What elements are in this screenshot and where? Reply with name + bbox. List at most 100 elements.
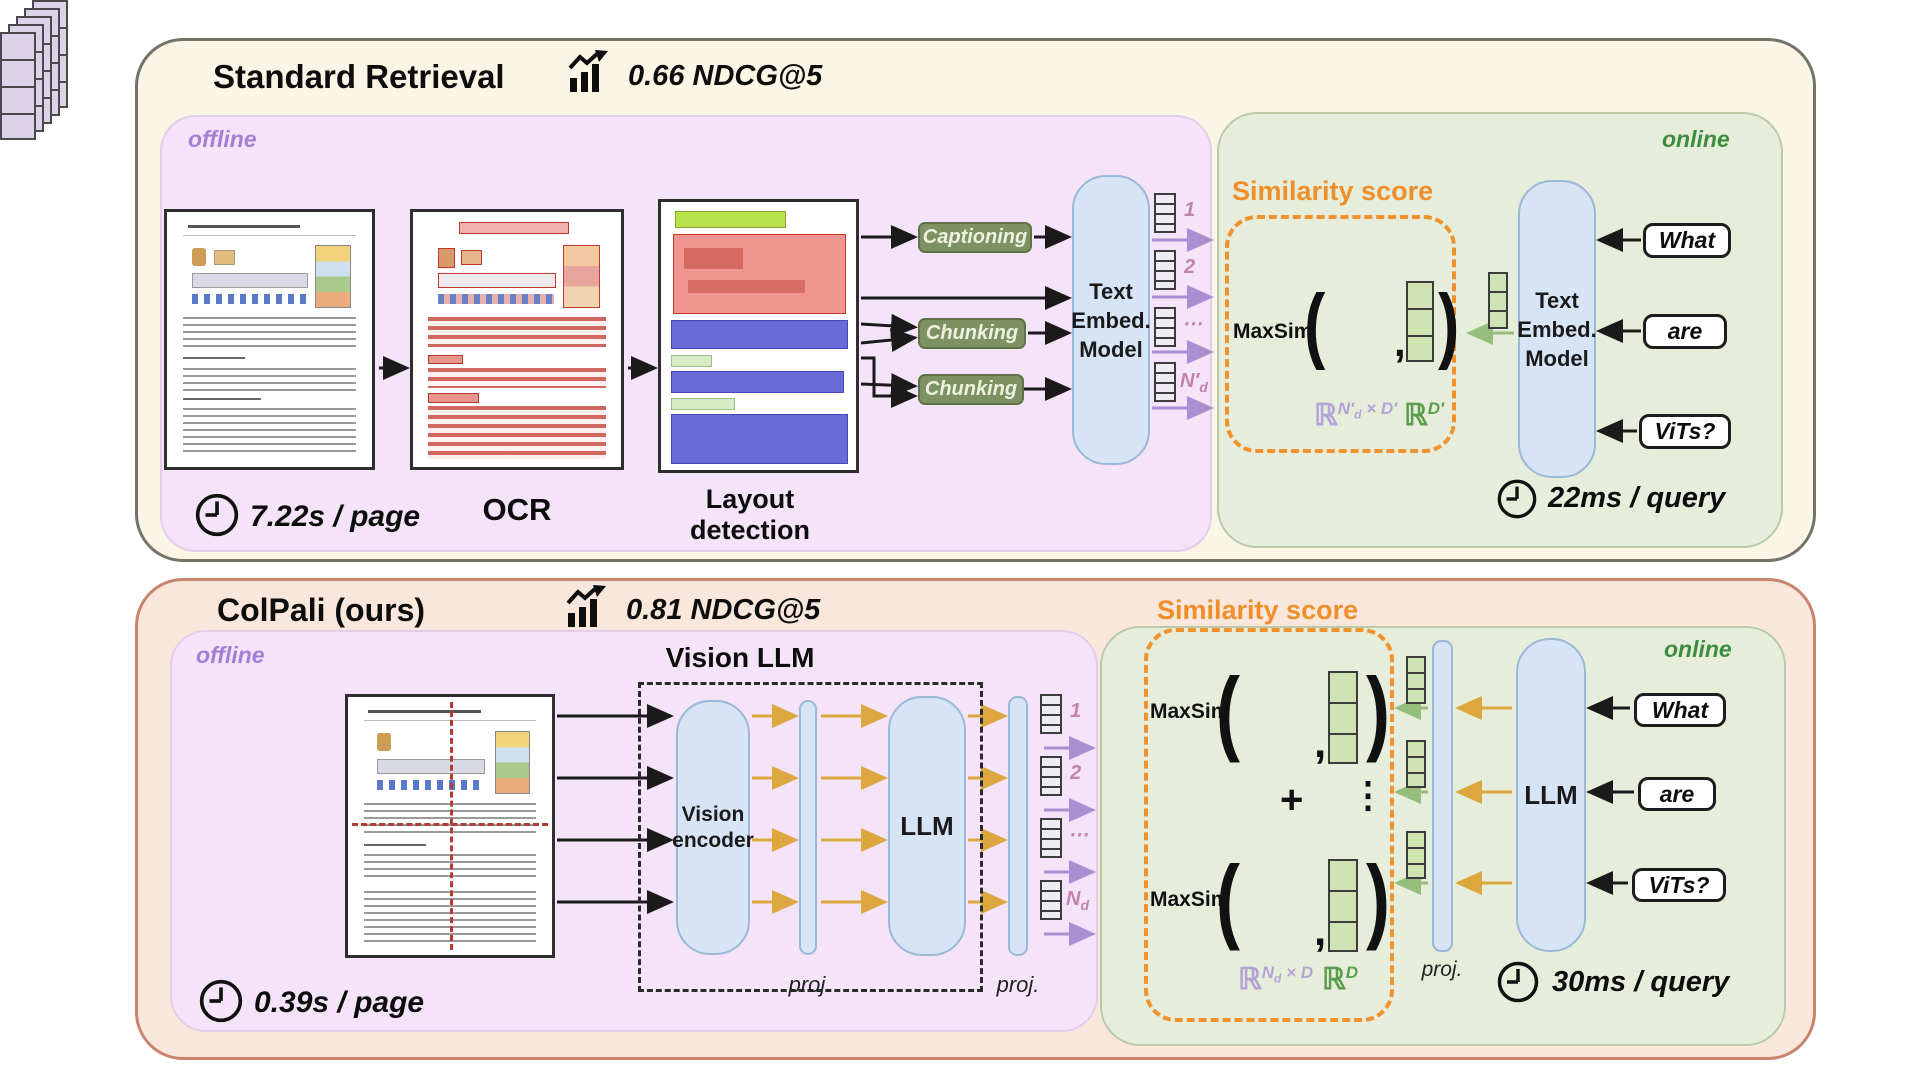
patch-grid-horizontal-line xyxy=(352,823,548,827)
query-token-are: are xyxy=(1638,777,1716,811)
doc-rule xyxy=(364,720,536,722)
ndcg-chart-icon xyxy=(568,50,608,92)
chunking-box-2: Chunking xyxy=(918,374,1024,405)
nd-sub: d xyxy=(1199,379,1208,395)
page-embedding-vector xyxy=(1040,880,1062,920)
fig-dots xyxy=(437,293,555,304)
captioning-box: Captioning xyxy=(918,222,1032,253)
proj-label-3: proj. xyxy=(1421,958,1463,981)
query-embedding-vector-small xyxy=(1488,272,1508,329)
vertical-dots: ⋮ xyxy=(1350,774,1386,815)
query-token-are: are xyxy=(1643,314,1727,349)
doc-embedding-dim-label: ℝN′d × D′ xyxy=(1314,398,1397,433)
layout-label-line1: Layout xyxy=(705,484,795,514)
doc-title-line xyxy=(368,709,481,713)
comma: , xyxy=(1394,318,1406,365)
colpali-page-time: 0.39s / page xyxy=(254,986,425,1019)
colpali-title: ColPali (ours) xyxy=(217,592,426,628)
fig-bar xyxy=(437,273,557,288)
projection-bar-offline-2 xyxy=(1008,696,1028,956)
fig-table xyxy=(494,730,530,795)
vector-index-dots: ⋯ xyxy=(1182,313,1202,335)
r-sup-sub: d xyxy=(1274,971,1282,986)
colpali-query-time: 30ms / query xyxy=(1552,966,1730,998)
query-vector xyxy=(1328,859,1358,952)
fig-bar xyxy=(376,758,485,774)
similarity-dashed-box xyxy=(1225,215,1456,453)
query-vector xyxy=(1406,281,1434,362)
colpali-offline-label: offline xyxy=(196,642,265,668)
document-thumbnail-layout xyxy=(658,199,859,473)
query-vector xyxy=(1328,671,1358,764)
document-thumbnail-page-patches xyxy=(345,694,555,958)
r-symbol: ℝ xyxy=(1322,963,1346,996)
model-line: Embed. xyxy=(1071,307,1151,333)
proj-label-2: proj. xyxy=(996,972,1040,997)
ndcg-chart-icon xyxy=(566,585,606,627)
r-sup-sub: d xyxy=(1354,407,1362,422)
query-token-vector xyxy=(1406,831,1426,879)
fig-cylinder xyxy=(437,247,455,268)
paren-close: ) xyxy=(1366,660,1390,764)
maxsim-label-1: MaxSim xyxy=(1150,700,1230,723)
doc-rule xyxy=(183,234,356,236)
r-sup-rest: × D xyxy=(1281,963,1314,982)
query-token-what: What xyxy=(1643,223,1731,258)
nd-main: N′ xyxy=(1180,370,1200,392)
projection-bar-offline xyxy=(799,700,817,955)
query-embedding-dim-label: ℝD xyxy=(1322,962,1358,997)
fig-box xyxy=(214,250,235,265)
doc-title-line xyxy=(187,224,301,228)
model-line: Model xyxy=(1525,345,1589,371)
text-band xyxy=(183,367,356,394)
text-embed-model-offline: Text Embed. Model xyxy=(1071,175,1151,465)
query-token-vector xyxy=(1406,740,1426,788)
section-heading xyxy=(364,844,426,847)
standard-query-time: 22ms / query xyxy=(1548,482,1726,514)
doc-embedding-vector xyxy=(1154,250,1176,290)
ocr-text-band xyxy=(427,367,607,388)
model-line: encoder xyxy=(672,828,754,852)
paren-close: ) xyxy=(1438,277,1460,371)
text-band xyxy=(364,802,536,837)
clock-icon xyxy=(195,493,239,537)
r-sup: N′ xyxy=(1337,399,1355,418)
layout-label-line2: detection xyxy=(689,515,810,545)
query-embedding-dim-label: ℝD′ xyxy=(1404,398,1444,433)
layout-heading-region xyxy=(670,397,736,411)
standard-offline-label: offline xyxy=(188,126,257,152)
fig-dots xyxy=(191,293,307,304)
layout-figure-region xyxy=(672,234,847,314)
layout-title-region xyxy=(674,211,786,229)
fig-cylinder xyxy=(191,247,206,266)
model-line: Embed. xyxy=(1517,316,1597,342)
standard-title: Standard Retrieval xyxy=(213,58,505,95)
projection-bar-online xyxy=(1432,640,1453,952)
vision-llm-title: Vision LLM xyxy=(665,642,815,673)
text-band xyxy=(364,890,536,945)
fig-box xyxy=(460,250,482,265)
proj-label-1: proj. xyxy=(788,972,832,997)
doc-embedding-dim-label: ℝNd × D xyxy=(1238,962,1313,997)
r-symbol: ℝ xyxy=(1238,963,1262,996)
comma: , xyxy=(1314,718,1327,767)
plus-sign: + xyxy=(1280,778,1304,822)
clock-icon xyxy=(1497,479,1537,519)
fig-table xyxy=(562,245,601,309)
vector-index-nd: N′d xyxy=(1180,370,1208,395)
doc-matrix-stack xyxy=(0,0,68,412)
vector-index-1: 1 xyxy=(1184,199,1196,221)
ocr-label: OCR xyxy=(482,492,552,527)
comma: , xyxy=(1314,906,1327,955)
paren-open: ( xyxy=(1216,660,1240,764)
layout-figure-inner xyxy=(688,279,806,294)
standard-similarity-title: Similarity score xyxy=(1232,176,1434,206)
r-symbol: ℝ xyxy=(1404,399,1428,432)
model-line: Model xyxy=(1079,336,1143,362)
layout-text-region xyxy=(670,413,849,464)
section-heading xyxy=(183,357,245,360)
standard-metric: 0.66 NDCG@5 xyxy=(628,60,823,92)
query-token-what: What xyxy=(1634,693,1726,727)
document-thumbnail-original xyxy=(164,209,375,470)
